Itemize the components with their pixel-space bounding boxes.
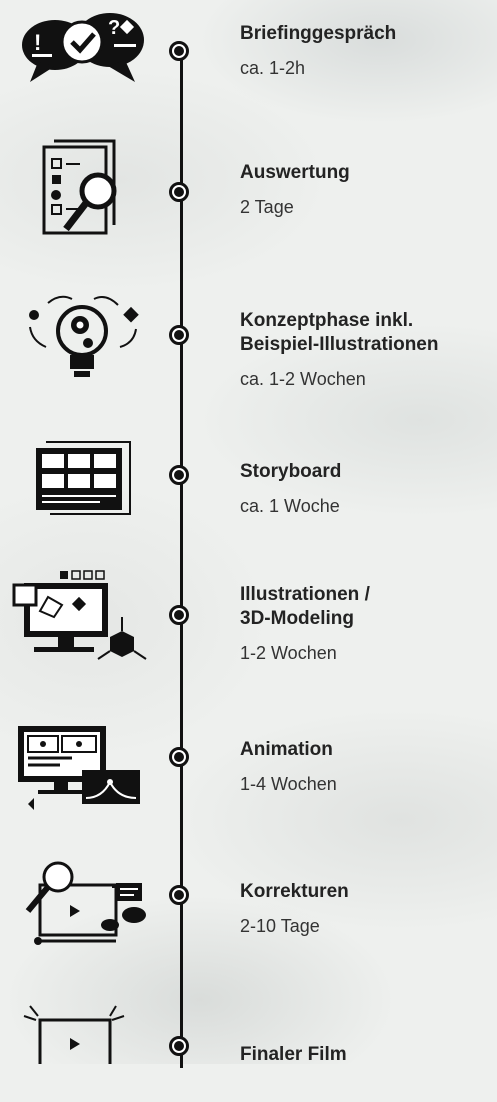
- timeline-line: [180, 48, 183, 1068]
- step-final: Finaler Film: [240, 1043, 490, 1067]
- step-duration: 2 Tage: [240, 197, 294, 217]
- checklist-magnifier-icon: [10, 135, 160, 235]
- svg-text:!: !: [34, 30, 41, 55]
- timeline-dot: [169, 465, 189, 485]
- video-magnifier-comments-icon: [10, 855, 160, 955]
- timeline-dot: [169, 605, 189, 625]
- step-konzept: Konzeptphase inkl. Beispiel-Illustration…: [240, 309, 490, 391]
- timeline-dot: [169, 885, 189, 905]
- timeline-dot: [169, 1036, 189, 1056]
- step-duration: ca. 1 Woche: [240, 496, 340, 516]
- timeline-dot: [169, 182, 189, 202]
- step-duration: 2-10 Tage: [240, 916, 320, 936]
- play-screen-icon: [10, 1002, 160, 1102]
- step-title: Finaler Film: [240, 1044, 347, 1065]
- background-texture: [0, 0, 497, 1064]
- step-storyboard: Storyboard ca. 1 Woche: [240, 460, 490, 518]
- storyboard-panels-icon: [10, 436, 160, 536]
- step-duration: ca. 1-2 Wochen: [240, 369, 366, 389]
- step-duration: 1-2 Wochen: [240, 643, 337, 663]
- step-title: Briefinggespräch: [240, 23, 397, 44]
- step-duration: 1-4 Wochen: [240, 774, 337, 794]
- svg-text:?: ?: [108, 17, 120, 39]
- timeline-dot: [169, 41, 189, 61]
- step-animation: Animation 1-4 Wochen: [240, 738, 490, 796]
- monitor-3d-modeling-icon: [10, 565, 160, 665]
- step-title: Auswertung: [240, 162, 350, 183]
- step-illustrationen: Illustrationen / 3D-Modeling 1-2 Wochen: [240, 583, 490, 665]
- lightbulb-gears-icon: [10, 283, 160, 383]
- speech-bubbles-check-icon: ! ?: [10, 0, 160, 100]
- timeline-dot: [169, 747, 189, 767]
- timeline-dot: [169, 325, 189, 345]
- step-briefing: Briefinggespräch ca. 1-2h: [240, 22, 490, 80]
- step-korrekturen: Korrekturen 2-10 Tage: [240, 880, 490, 938]
- step-title: Illustrationen / 3D-Modeling: [240, 584, 370, 629]
- step-duration: ca. 1-2h: [240, 58, 306, 78]
- step-title: Storyboard: [240, 461, 342, 482]
- step-title: Konzeptphase inkl. Beispiel-Illustration…: [240, 310, 439, 355]
- monitor-curve-editor-icon: [10, 720, 160, 820]
- step-title: Korrekturen: [240, 881, 349, 902]
- step-title: Animation: [240, 739, 333, 760]
- step-auswertung: Auswertung 2 Tage: [240, 161, 490, 219]
